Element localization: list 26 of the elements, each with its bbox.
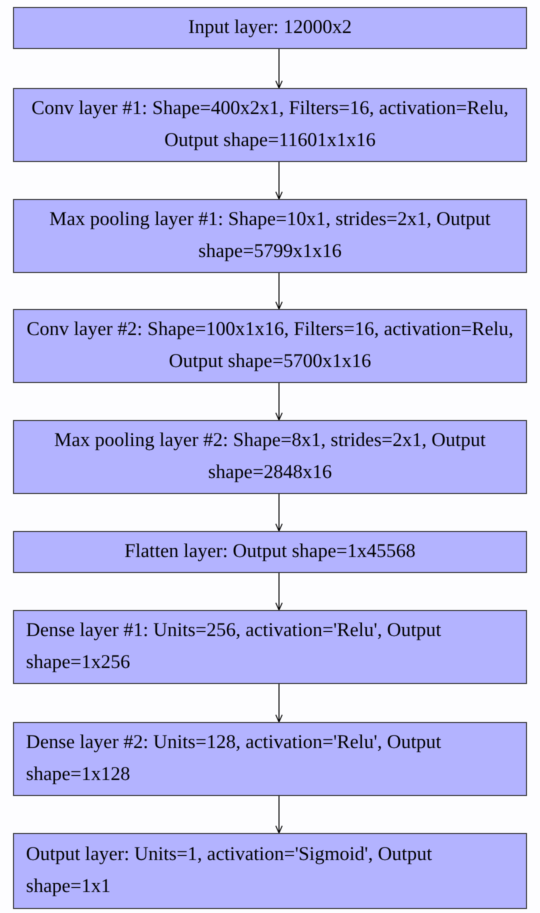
layer-box [13,7,527,49]
arrow [275,162,283,200]
layer-box [13,199,527,273]
arrow [275,48,283,88]
layer-box [13,420,527,494]
arrow [275,272,283,310]
arrow [275,572,283,610]
layer-box [13,88,527,162]
layer-label: Input layer: 12000x2 [188,16,352,40]
arrow [275,494,283,532]
layer-box [13,722,527,796]
layer-box [13,309,527,383]
layer-label: Max pooling layer #1: Shape=10x1, strides=2x1, Output shape=5799x1x16 [48,208,492,264]
layer-label: Dense layer #1: Units=256, activation='Relu', Output shape=1x256 [26,619,442,675]
layer-label: Max pooling layer #2: Shape=8x1, strides=2x1, Output shape=2848x16 [53,429,487,485]
layer-box [13,833,527,909]
arrow [275,382,283,420]
layer-label: Flatten layer: Output shape=1x45568 [124,540,416,564]
arrow [275,684,283,722]
layer-label: Dense layer #2: Units=128, activation='Relu', Output shape=1x128 [26,731,442,787]
arrow [275,796,283,834]
layer-label: Output layer: Units=1, activation='Sigmoid', Output shape=1x1 [26,843,433,899]
layer-box [13,531,527,573]
layer-label: Conv layer #1: Shape=400x2x1, Filters=16, activation=Relu, Output shape=11601x1x16 [30,97,510,153]
layer-label: Conv layer #2: Shape=100x1x16, Filters=16, activation=Relu, Output shape=5700x1x16 [26,318,514,374]
layer-box [13,610,527,684]
